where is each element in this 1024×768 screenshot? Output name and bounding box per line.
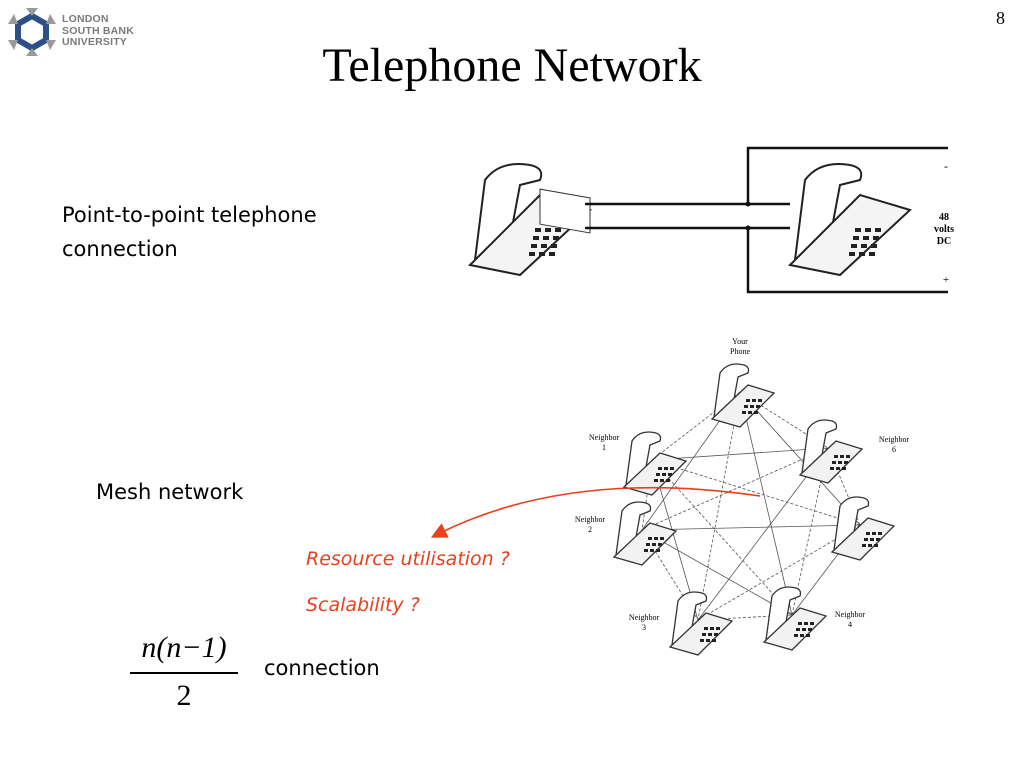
formula-n: n bbox=[141, 631, 157, 664]
mesh-link bbox=[641, 529, 793, 616]
mesh-node-label: Neighbor bbox=[575, 515, 606, 524]
mesh-node-label: Your bbox=[732, 337, 748, 346]
mesh-node-label: 4 bbox=[848, 620, 852, 629]
voltage-label-3: DC bbox=[937, 236, 951, 247]
connection-formula: n(n−1) 2 bbox=[124, 628, 244, 716]
fraction-bar bbox=[130, 672, 238, 674]
battery-wire-top bbox=[746, 146, 948, 204]
slide-title: Telephone Network bbox=[322, 39, 702, 92]
annotation-arrow bbox=[430, 486, 761, 538]
mesh-node-label: Phone bbox=[730, 347, 750, 356]
telephone-icon bbox=[622, 431, 688, 496]
logo-star-icon bbox=[8, 8, 56, 56]
question-resource-utilisation: Resource utilisation ? bbox=[306, 548, 510, 570]
voltage-label-1: 48 bbox=[939, 212, 949, 223]
mesh-node-label: Neighbor bbox=[879, 435, 910, 444]
mesh-link bbox=[651, 447, 829, 461]
mesh-node-label: 3 bbox=[642, 623, 646, 632]
mesh-network-label: Mesh network bbox=[96, 480, 244, 504]
mesh-link bbox=[827, 447, 861, 526]
logo-line-1: LONDON bbox=[62, 13, 109, 25]
logo-line-3: UNIVERSITY bbox=[62, 36, 128, 48]
mesh-node-label: Neighbor bbox=[589, 433, 620, 442]
point-to-point-label: Point-to-point telephone connection bbox=[62, 203, 317, 261]
mesh-link bbox=[651, 459, 861, 526]
mesh-link bbox=[739, 391, 793, 616]
mesh-link bbox=[697, 524, 861, 621]
mesh-node-label: 6 bbox=[892, 445, 896, 454]
mesh-link bbox=[697, 391, 741, 621]
telephone-icon bbox=[710, 363, 776, 428]
formula-denominator: 2 bbox=[176, 678, 192, 712]
formula-paren: (n−1) bbox=[156, 631, 227, 664]
logo-line-2: SOUTH BANK bbox=[62, 24, 134, 37]
mesh-node-label: Neighbor bbox=[835, 610, 866, 619]
mesh-node-label: Neighbor bbox=[629, 613, 660, 622]
formula-suffix: connection bbox=[264, 656, 380, 680]
mesh-link bbox=[641, 524, 861, 531]
mesh-link bbox=[641, 447, 829, 531]
telephone-icon-right bbox=[787, 163, 912, 277]
university-logo: LONDON SOUTH BANK UNIVERSITY bbox=[6, 6, 156, 62]
minus-terminal: - bbox=[944, 159, 948, 173]
mesh-node-label: 1 bbox=[602, 443, 606, 452]
telephone-icon bbox=[762, 586, 828, 651]
mesh-link bbox=[651, 391, 741, 461]
voltage-label-2: volts bbox=[934, 224, 954, 235]
question-scalability: Scalability ? bbox=[306, 594, 420, 616]
mesh-network-diagram: YourPhoneNeighbor1Neighbor2Neighbor3Neig… bbox=[575, 337, 910, 656]
formula-numerator: n(n−1) bbox=[124, 628, 244, 668]
telephone-icon-left bbox=[467, 163, 592, 277]
telephone-icon bbox=[830, 496, 896, 561]
page-number: 8 bbox=[996, 8, 1005, 28]
mesh-link bbox=[739, 391, 861, 526]
point-to-point-diagram: - 48 volts DC + bbox=[467, 146, 954, 294]
telephone-icon bbox=[612, 501, 678, 566]
mesh-node-label: 2 bbox=[588, 525, 592, 534]
battery-wire-bottom bbox=[746, 228, 948, 294]
plus-terminal: + bbox=[943, 274, 949, 286]
telephone-icon bbox=[668, 591, 734, 656]
telephone-icon bbox=[798, 419, 864, 484]
